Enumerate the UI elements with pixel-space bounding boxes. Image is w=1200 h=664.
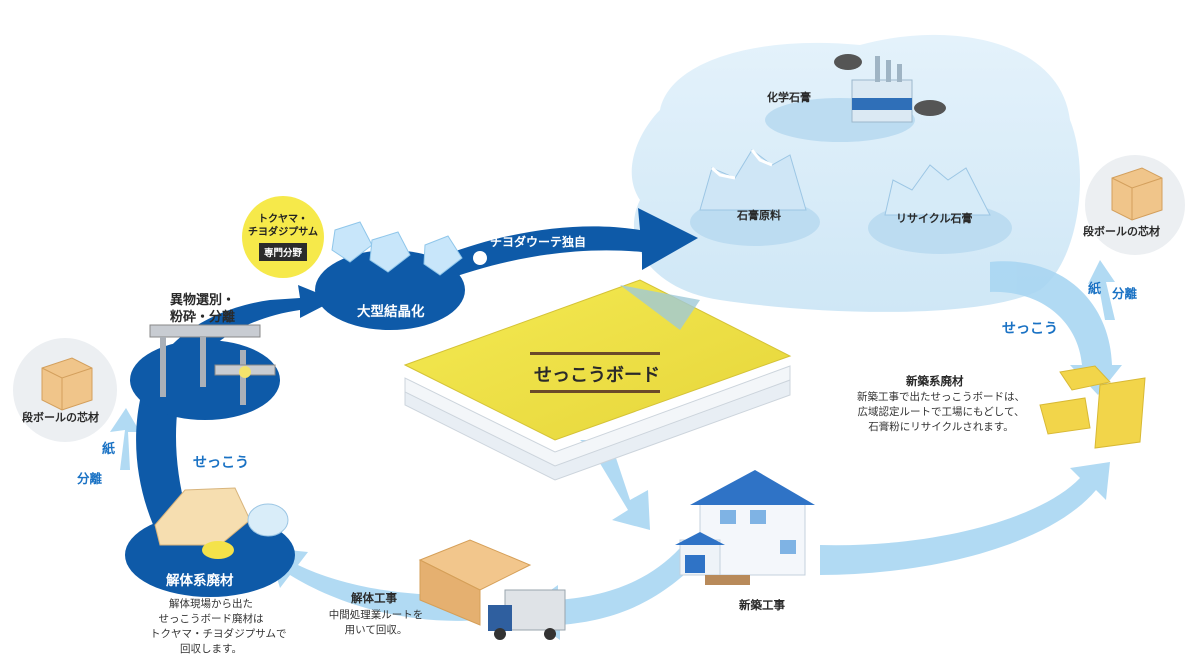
new-waste-description: 新築工事で出たせっこうボードは、 広域認定ルートで工場にもどして、 石膏粉にリサ… bbox=[852, 390, 1030, 435]
gypsum-board-illustration bbox=[403, 279, 792, 481]
sort-label: 異物選別・ 粉砕・分離 bbox=[170, 292, 235, 326]
new-waste-label: 新築系廃材 bbox=[906, 374, 964, 388]
sort-label-line1: 異物選別・ bbox=[170, 293, 236, 308]
cardboard-left-label: 段ボールの芯材 bbox=[22, 411, 99, 424]
sort-label-line2: 粉砕・分離 bbox=[170, 310, 236, 325]
raw-gypsum-label: 石膏原料 bbox=[737, 209, 781, 222]
new-waste-boards-icon bbox=[1039, 365, 1146, 449]
chemical-gypsum-label: 化学石膏 bbox=[767, 91, 811, 104]
demolition-waste-description: 解体現場から出た せっこうボード廃材は トクヤマ・チヨダジプサムで 回収します。 bbox=[150, 597, 287, 657]
cardboard-box-right-icon bbox=[1085, 155, 1185, 255]
paper-left-label: 紙 bbox=[102, 442, 116, 457]
badge-line1: トクヤマ・ bbox=[258, 214, 308, 225]
board-label: せっこうボード bbox=[534, 365, 660, 386]
gypsum-right-label: せっこう bbox=[1002, 321, 1058, 337]
cardboard-box-left-icon bbox=[13, 338, 117, 442]
demolition-waste-icon bbox=[154, 487, 289, 559]
demolition-work-label: 解体工事 bbox=[351, 591, 397, 605]
chemical-plant-icon bbox=[765, 54, 946, 142]
truck-icon bbox=[418, 539, 566, 640]
company-badge: トクヤマ・ チヨダジプサム 専門分野 bbox=[242, 196, 324, 278]
recycled-gypsum-label: リサイクル石膏 bbox=[896, 212, 973, 225]
gypsum-left-label: せっこう bbox=[193, 455, 249, 471]
recycled-gypsum-icon bbox=[868, 164, 1012, 254]
desc-line: 回収します。 bbox=[180, 643, 242, 655]
raw-gypsum-icon bbox=[690, 149, 820, 246]
desc-line: トクヤマ・チヨダジプサムで bbox=[150, 628, 287, 640]
crystal-icon bbox=[331, 221, 463, 276]
board-label-line-bottom bbox=[530, 390, 660, 393]
badge-line2: チヨダジプサム bbox=[248, 227, 318, 238]
desc-line: せっこうボード廃材は bbox=[158, 613, 264, 625]
demolition-waste-label: 解体系廃材 bbox=[166, 573, 234, 589]
chiyoda-dot bbox=[471, 249, 489, 267]
demolition-work-description: 中間処理業ルートを 用いて回収。 bbox=[326, 608, 426, 638]
desc-line: 解体現場から出た bbox=[169, 598, 253, 610]
desc-line: 石膏粉にリサイクルされます。 bbox=[868, 421, 1014, 433]
desc-line: 広域認定ルートで工場にもどして、 bbox=[857, 406, 1025, 418]
crystal-label: 大型結晶化 bbox=[357, 304, 425, 320]
desc-line: 用いて回収。 bbox=[344, 624, 408, 636]
crystal-step-blob bbox=[315, 250, 465, 330]
cardboard-right-label: 段ボールの芯材 bbox=[1083, 225, 1160, 238]
separate-right-label: 分離 bbox=[1112, 286, 1138, 301]
desc-line: 新築工事で出たせっこうボードは、 bbox=[857, 391, 1025, 403]
house-icon bbox=[675, 470, 815, 585]
desc-line: 中間処理業ルートを bbox=[328, 609, 424, 621]
badge-tag: 専門分野 bbox=[258, 243, 307, 261]
chiyoda-label: チヨダウーテ独自 bbox=[490, 235, 587, 249]
separate-left-label: 分離 bbox=[77, 471, 103, 486]
sorting-machine-icon bbox=[149, 324, 276, 405]
paper-right-label: 紙 bbox=[1088, 282, 1102, 297]
board-label-line-top bbox=[530, 352, 660, 355]
new-construction-label: 新築工事 bbox=[739, 598, 785, 612]
